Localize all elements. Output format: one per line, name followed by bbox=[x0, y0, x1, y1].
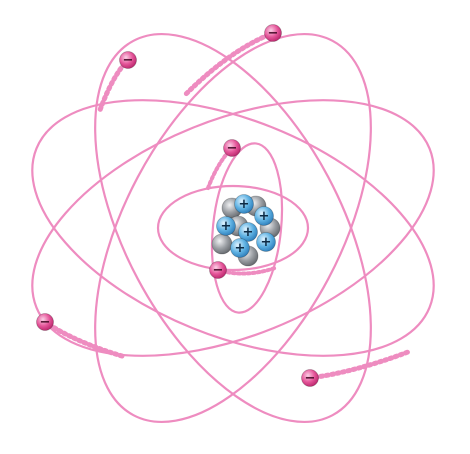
electron-5: − bbox=[37, 314, 54, 331]
electron-3: − bbox=[224, 140, 241, 157]
neutron-4 bbox=[212, 234, 232, 254]
neutron-4-body bbox=[212, 234, 232, 254]
proton-6: + bbox=[231, 239, 250, 258]
electron-4: − bbox=[210, 262, 227, 279]
electrons: − − − − − − bbox=[37, 25, 319, 387]
electron-2: − bbox=[120, 52, 137, 69]
proton-6-sign: + bbox=[235, 241, 246, 256]
proton-3-sign: + bbox=[221, 219, 232, 234]
electron-3-sign: − bbox=[227, 141, 238, 156]
proton-5: + bbox=[257, 233, 276, 252]
proton-1: + bbox=[235, 195, 254, 214]
electron-1-sign: − bbox=[268, 26, 279, 41]
trail-left bbox=[45, 322, 122, 356]
proton-3: + bbox=[217, 217, 236, 236]
proton-1-sign: + bbox=[239, 197, 250, 212]
electron-1: − bbox=[265, 25, 282, 42]
electron-5-sign: − bbox=[40, 315, 51, 330]
electron-6-sign: − bbox=[305, 371, 316, 386]
proton-4-sign: + bbox=[243, 225, 254, 240]
electron-6: − bbox=[302, 370, 319, 387]
proton-2: + bbox=[255, 207, 274, 226]
electron-2-sign: − bbox=[123, 53, 134, 68]
proton-2-sign: + bbox=[259, 209, 270, 224]
electron-4-sign: − bbox=[213, 263, 224, 278]
nucleus: ++++++ bbox=[212, 195, 280, 267]
proton-5-sign: + bbox=[261, 235, 272, 250]
